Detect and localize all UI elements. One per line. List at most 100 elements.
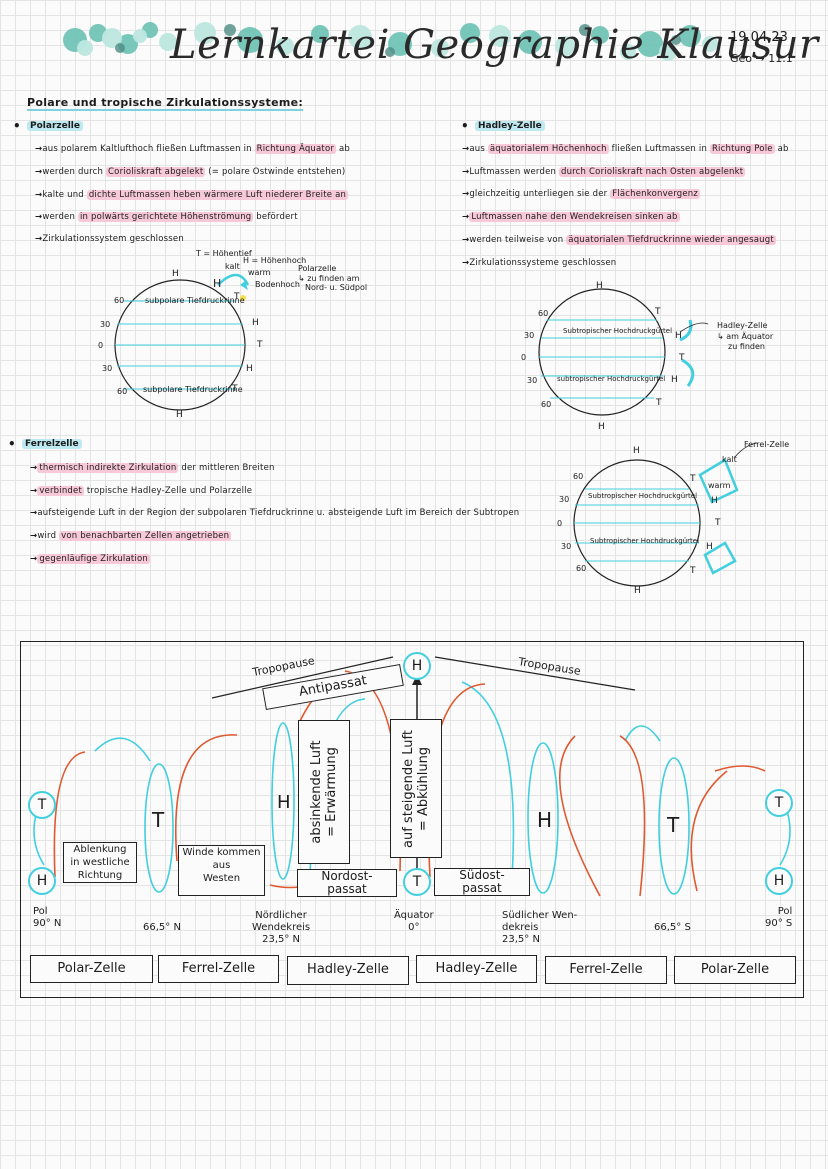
polar-lat-60n: 60 — [114, 296, 125, 305]
hadley-line-1: aus äquatorialem Höchenhoch fließen Luft… — [462, 144, 789, 154]
hadley-lat-30s: 30 — [527, 376, 538, 385]
polar-note-3: Nord- u. Südpol — [305, 283, 368, 292]
hadley-note-3: zu finden — [728, 342, 765, 351]
pol-n-low-circle: T — [28, 791, 56, 819]
hadley-lat-60s: 60 — [541, 400, 552, 409]
polar-mark-h3: H — [246, 364, 253, 374]
hadley-line-5: werden teilweise von äquatorialen Tiefdr… — [462, 235, 776, 245]
polar-bodenhoch: Bodenhoch — [255, 280, 300, 289]
ferrel-subtrop-bottom: Subtropischer Hochdruckgürtel — [590, 537, 700, 545]
loc-66n: 66,5° N — [143, 922, 181, 933]
hadley-line-2: Luftmassen werden durch Corioliskraft na… — [462, 167, 746, 177]
cell-label-ferrel-n: Ferrel-Zelle — [158, 955, 279, 983]
course-label: Geo → 11.1 — [730, 52, 793, 65]
ferrel-warm: warm — [708, 481, 731, 490]
ferrel-heading: Ferrelzelle — [8, 437, 82, 451]
pol-n-high-circle: H — [28, 867, 56, 895]
hadley-lat-60n: 60 — [538, 309, 549, 318]
ferrel-h-30n: H — [711, 496, 718, 506]
hadley-t-top: T — [655, 307, 661, 317]
circulation-diagram-frame — [20, 641, 804, 998]
polar-line-3: kalte und dichte Luftmassen heben wärmer… — [35, 190, 349, 200]
ferrel-line-1: thermisch indirekte Zirkulation der mitt… — [30, 463, 275, 473]
ferrel-subtrop-top: Subtropischer Hochdruckgürtel — [588, 492, 698, 500]
aufsteigende-luft-box: auf steigende Luft = Abkühlung — [390, 719, 442, 858]
ferrel-t-0: T — [715, 518, 721, 528]
hadley-lat-30n: 30 — [524, 331, 535, 340]
ferrel-line-5: gegenläufige Zirkulation — [30, 554, 150, 564]
ferrel-kalt: kalt — [722, 455, 737, 464]
hadley-t-0: T — [679, 353, 685, 363]
absinkende-luft-box: absinkende Luft = Erwärmung — [298, 720, 350, 864]
cell-t-south: T — [667, 813, 680, 837]
polar-line-2: werden durch Corioliskraft abgelekt (= p… — [35, 167, 345, 177]
polar-h-label: H = Höhenhoch — [243, 256, 307, 265]
hadley-heading: Hadley-Zelle — [461, 119, 545, 133]
cell-label-polar-n: Polar-Zelle — [30, 955, 153, 983]
polar-line-1: aus polarem Kaltlufthoch fließen Luftmas… — [35, 144, 350, 154]
ablenkung-box: Ablenkung in westliche Richtung — [63, 842, 137, 883]
suedostpassat-box: Südost- passat — [434, 868, 530, 896]
cell-label-hadley-s: Hadley-Zelle — [416, 955, 537, 983]
ferrel-note: Ferrel-Zelle — [744, 440, 790, 449]
polar-mark-t1: T — [234, 292, 240, 302]
polar-note-2: ↳ zu finden am — [298, 274, 360, 283]
cell-label-hadley-n: Hadley-Zelle — [287, 956, 409, 985]
pol-s-low-circle: T — [765, 789, 793, 817]
polar-lat-0: 0 — [98, 341, 104, 350]
ferrel-lat-30n: 30 — [559, 495, 570, 504]
loc-wendekreis-s: Südlicher Wen- dekreis 23,5° N — [502, 910, 578, 945]
hadley-h-bottom: H — [598, 422, 605, 432]
polar-line-5: Zirkulationssystem geschlossen — [35, 234, 184, 244]
hadley-h-top: H — [596, 281, 603, 291]
loc-pol-n: Pol 90° N — [33, 906, 62, 929]
header-dots — [63, 22, 718, 61]
ferrel-line-4: wird von benachbarten Zellen angetrieben — [30, 531, 232, 541]
polar-heading: Polarzelle — [13, 119, 83, 133]
ferrel-lat-30s: 30 — [561, 542, 572, 551]
cell-label-ferrel-s: Ferrel-Zelle — [545, 956, 667, 984]
hadley-lat-0: 0 — [521, 353, 527, 362]
pol-s-high-circle: H — [765, 867, 793, 895]
polar-subpolar-bottom: subpolare Tiefdruckrinne — [143, 385, 243, 394]
loc-pol-s: Pol 90° S — [765, 906, 793, 929]
ferrel-lat-0: 0 — [557, 519, 563, 528]
ferrel-t-bottom: T — [690, 566, 696, 576]
polar-warm: warm — [248, 268, 271, 277]
polar-lat-30s: 30 — [102, 364, 113, 373]
ferrel-h-bottom: H — [634, 586, 641, 596]
ferrel-lat-60n: 60 — [573, 472, 584, 481]
polar-mark-t3: T — [232, 384, 238, 394]
hadley-line-6: Zirkulationssysteme geschlossen — [462, 258, 616, 268]
polar-mark-h2: H — [252, 318, 259, 328]
equator-low-circle: T — [403, 868, 431, 896]
polar-mark-t2: T — [257, 340, 263, 350]
loc-66s: 66,5° S — [654, 922, 691, 933]
loc-wendekreis-n: Nördlicher Wendekreis 23,5° N — [252, 910, 311, 945]
nordostpassat-box: Nordost- passat — [297, 869, 397, 897]
cell-h-north: H — [277, 792, 291, 813]
hadley-h-30s: H — [671, 375, 678, 385]
hadley-subtrop-top: Subtropischer Hochdruckgürtel — [563, 327, 673, 335]
hadley-subtrop-bottom: subtropischer Hochdruckgürtel — [557, 375, 666, 383]
ferrel-line-2: verbindet tropische Hadley-Zelle und Pol… — [30, 486, 252, 496]
hadley-line-3: gleichzeitig unterliegen sie der Flächen… — [462, 189, 701, 199]
hadley-t-bottom: T — [656, 398, 662, 408]
polar-globe-diagram — [114, 273, 250, 411]
cell-label-polar-s: Polar-Zelle — [674, 956, 796, 984]
section-heading: Polare und tropische Zirkulationssysteme… — [27, 96, 304, 111]
loc-aequator: Äquator 0° — [394, 910, 434, 933]
cell-t-north: T — [152, 808, 165, 832]
polar-kalt: kalt — [225, 262, 240, 271]
winde-westen-box: Winde kommen aus Westen — [178, 845, 265, 896]
hadley-note-2: ↳ am Äquator — [717, 332, 774, 341]
cell-h-south: H — [537, 808, 553, 832]
polar-lat-60s: 60 — [117, 387, 128, 396]
hadley-globe-diagram — [538, 288, 709, 416]
polar-note-1: Polarzelle — [298, 264, 337, 273]
polar-t-label: T = Höhentief — [196, 249, 252, 258]
polar-mark-h-hoch: H — [213, 277, 222, 290]
ferrel-globe-diagram — [573, 442, 758, 587]
ferrel-h-30s: H — [706, 542, 713, 552]
ferrel-t-top: T — [690, 474, 696, 484]
